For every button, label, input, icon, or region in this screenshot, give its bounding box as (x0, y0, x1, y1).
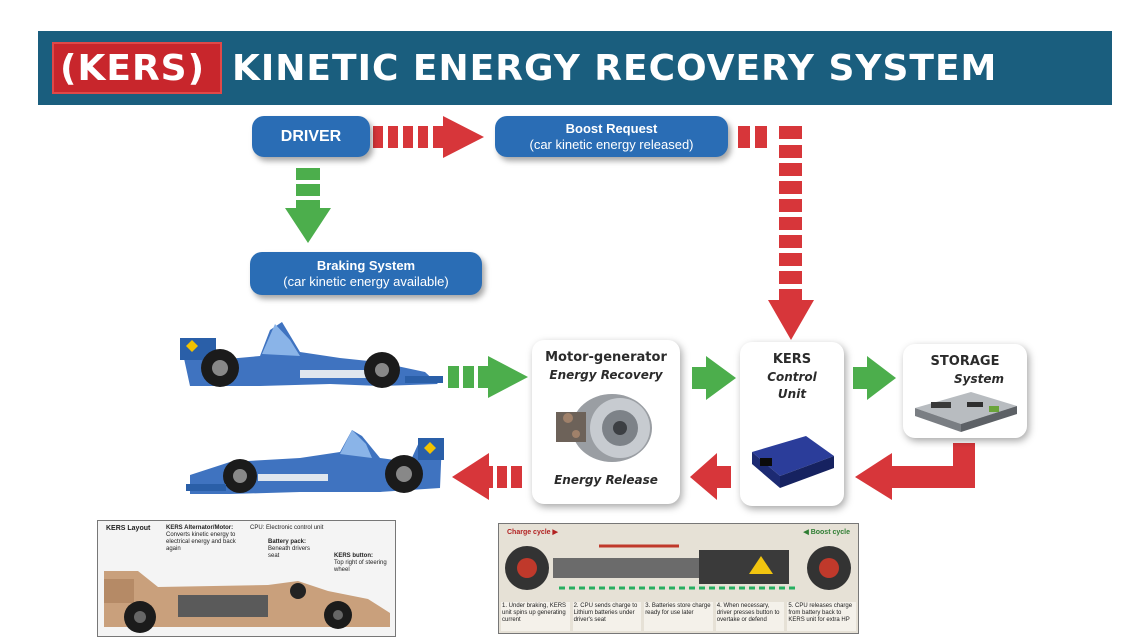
race-car-accelerating (180, 322, 443, 388)
kers-button-desc: Top right of steering wheel (334, 560, 387, 573)
charge-boost-cycle-thumbnail: Charge cycle ▶ ◀ Boost cycle 1. Under br… (498, 523, 859, 634)
arrow-boost-to-kers-control (738, 126, 814, 340)
kers-button-label: KERS button: (334, 553, 373, 559)
motor-generator-image (556, 394, 652, 462)
cycle-step-4: 4. When necessary, driver presses button… (715, 602, 785, 631)
braking-system-subtitle: (car kinetic energy available) (283, 273, 449, 289)
battery-desc: Beneath drivers seat (268, 546, 311, 559)
kers-control-unit-card: KERS Control Unit (740, 342, 844, 506)
car-layout-image (104, 571, 390, 633)
cycle-step-2: 2. CPU sends charge to Lithium batteries… (572, 602, 642, 631)
boost-request-node: Boost Request (car kinetic energy releas… (495, 116, 728, 157)
battery-label: Battery pack: (268, 539, 307, 545)
arrow-driver-to-braking (285, 168, 331, 243)
alternator-label: KERS Alternator/Motor: (166, 525, 234, 531)
storage-card: STORAGE System (903, 344, 1027, 438)
kers-highlight-box (52, 42, 222, 94)
page-title: KINETIC ENERGY RECOVERY SYSTEM (232, 48, 998, 89)
kers-layout-thumbnail: KERS Layout KERS Alternator/Motor: Conve… (97, 520, 396, 637)
cycle-step-1: 1. Under braking, KERS unit spins up gen… (501, 602, 570, 631)
boost-request-title: Boost Request (565, 120, 658, 136)
cycle-step-5: 5. CPU releases charge from battery back… (787, 602, 856, 631)
battery-pack-image (915, 392, 1017, 432)
arrow-motor-to-car (452, 453, 522, 500)
braking-system-title: Braking System (316, 257, 416, 273)
storage-title: STORAGE (930, 354, 1000, 369)
storage-subtitle: System (954, 372, 1004, 386)
cpu-label: CPU: Electronic control unit (250, 525, 324, 531)
cycle-step-3: 3. Batteries store charge ready for use … (644, 602, 713, 631)
arrow-car-to-motor (448, 356, 528, 398)
energy-recovery-label: Energy Recovery (549, 368, 663, 382)
driver-label: DRIVER (280, 127, 342, 145)
boost-cycle-label: ◀ Boost cycle (803, 529, 850, 536)
kers-layout-title: KERS Layout (106, 525, 151, 532)
arrow-storage-to-kers (855, 443, 975, 500)
arrow-motor-to-kers (692, 356, 736, 400)
motor-generator-title: Motor-generator (545, 350, 667, 365)
control-unit-image (752, 436, 834, 488)
kers-control-line2: Control (767, 370, 817, 384)
motor-generator-card: Motor-generator Energy Recovery Energy R… (532, 340, 680, 504)
kers-control-title: KERS (772, 352, 812, 367)
boost-request-subtitle: (car kinetic energy released) (529, 136, 694, 152)
cycle-steps: 1. Under braking, KERS unit spins up gen… (501, 602, 856, 631)
energy-release-label: Energy Release (554, 473, 658, 487)
charge-cycle-label: Charge cycle ▶ (507, 529, 558, 536)
driver-node: DRIVER (252, 116, 370, 157)
arrow-driver-to-boost (373, 116, 484, 158)
cycle-illustration (505, 544, 851, 590)
arrow-kers-to-motor (690, 453, 731, 500)
race-car-boosting (186, 430, 444, 494)
title-highlight: (KERS) (60, 48, 206, 89)
kers-control-line3: Unit (777, 387, 807, 401)
braking-system-node: Braking System (car kinetic energy avail… (250, 252, 482, 295)
arrow-kers-to-storage (853, 356, 896, 400)
alternator-desc: Converts kinetic energy to electrical en… (166, 532, 236, 552)
